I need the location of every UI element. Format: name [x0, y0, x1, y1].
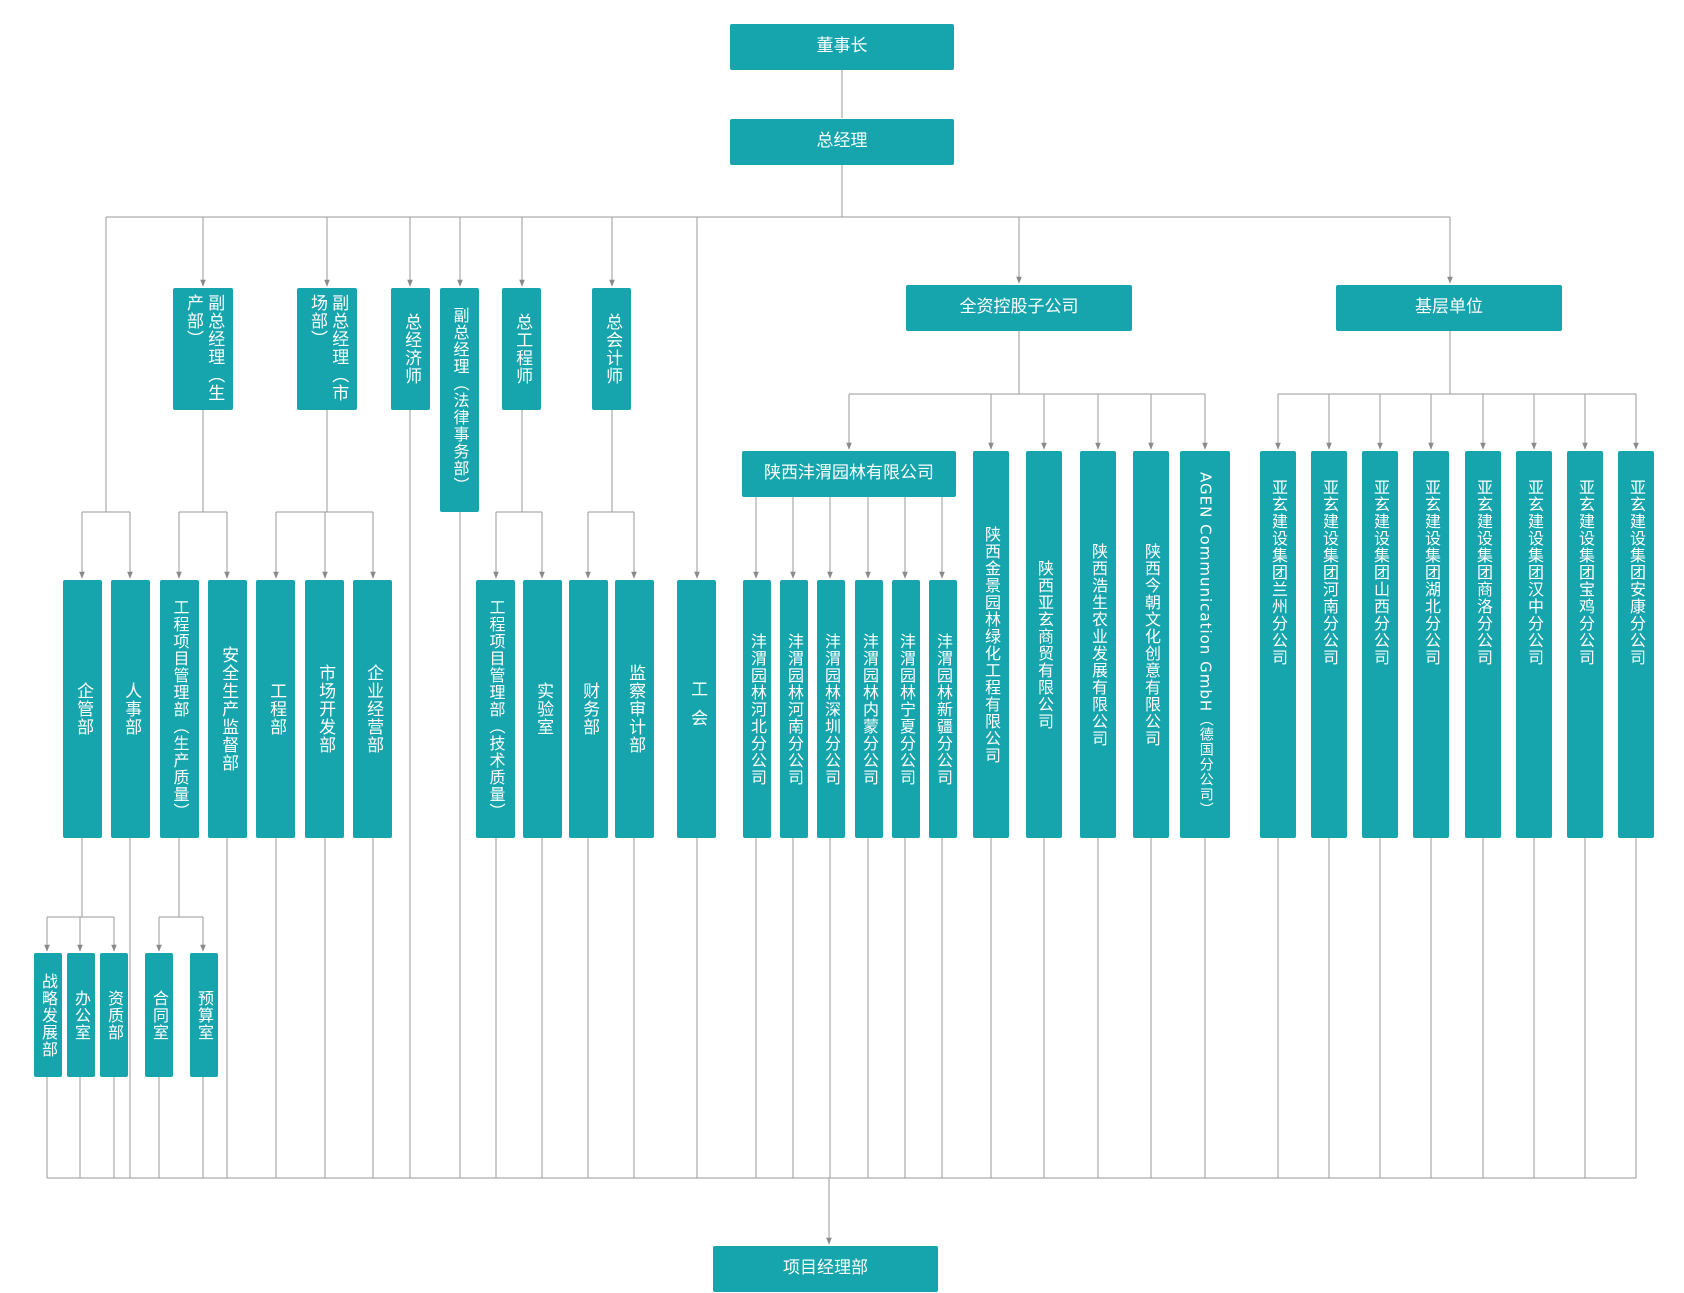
jinjing-landscape-node[interactable]: 陕西金景园林绿化工程有限公司 [973, 451, 1009, 838]
yx-ankang-node[interactable]: 亚玄建设集团安康分公司 [1618, 451, 1654, 838]
yx-hanzhong-node[interactable]: 亚玄建设集团汉中分公司 [1516, 451, 1552, 838]
yx-henan-node[interactable]: 亚玄建设集团河南分公司 [1311, 451, 1347, 838]
chief-economist-node[interactable]: 总经济师 [391, 288, 430, 410]
audit-node[interactable]: 监察审计部 [615, 580, 654, 838]
qualification-node[interactable]: 资质部 [100, 953, 128, 1077]
jinchao-culture-node[interactable]: 陕西今朝文化创意有限公司 [1133, 451, 1169, 838]
contract-office-node[interactable]: 合同室 [145, 953, 173, 1077]
haosheng-agriculture-node[interactable]: 陕西浩生农业发展有限公司 [1080, 451, 1116, 838]
chief-accountant-node[interactable]: 总会计师 [592, 288, 631, 410]
agen-sub-label: （德国分公司） [1197, 712, 1214, 818]
chairman-node[interactable]: 董事长 [730, 24, 954, 70]
market-dev-node[interactable]: 市场开发部 [305, 580, 344, 838]
agen-communication-node[interactable]: AGEN Communication GmbH （德国分公司） [1180, 451, 1230, 838]
grassroots-units-node[interactable]: 基层单位 [1336, 285, 1562, 331]
yx-baoji-node[interactable]: 亚玄建设集团宝鸡分公司 [1567, 451, 1603, 838]
general-manager-node[interactable]: 总经理 [730, 119, 954, 165]
office-node[interactable]: 办公室 [67, 953, 95, 1077]
yx-hubei-node[interactable]: 亚玄建设集团湖北分公司 [1413, 451, 1449, 838]
fw-neimeng-node[interactable]: 沣渭园林内蒙分公司 [855, 580, 883, 838]
yx-lanzhou-node[interactable]: 亚玄建设集团兰州分公司 [1260, 451, 1296, 838]
lab-node[interactable]: 实验室 [523, 580, 562, 838]
project-mgmt-technical-node[interactable]: 工程项目管理部（技术质量） [476, 580, 515, 838]
enterprise-mgmt-node[interactable]: 企管部 [63, 580, 102, 838]
fw-hebei-node[interactable]: 沣渭园林河北分公司 [743, 580, 771, 838]
project-mgmt-production-node[interactable]: 工程项目管理部（生产质量） [160, 580, 199, 838]
fw-ningxia-node[interactable]: 沣渭园林宁夏分公司 [892, 580, 920, 838]
yaxuan-trade-node[interactable]: 陕西亚玄商贸有限公司 [1026, 451, 1062, 838]
vp-market-node[interactable]: 副总经理（市场部） [297, 288, 357, 410]
budget-office-node[interactable]: 预算室 [190, 953, 218, 1077]
wholly-owned-subsidiaries-node[interactable]: 全资控股子公司 [906, 285, 1132, 331]
fw-shenzhen-node[interactable]: 沣渭园林深圳分公司 [817, 580, 845, 838]
business-ops-node[interactable]: 企业经营部 [353, 580, 392, 838]
strategy-dev-node[interactable]: 战略发展部 [34, 953, 62, 1077]
vp-legal-node[interactable]: 副总经理（法律事务部） [440, 288, 479, 512]
shaanxi-fengwei-node[interactable]: 陕西沣渭园林有限公司 [742, 451, 956, 497]
vp-production-node[interactable]: 副总经理（生产部） [173, 288, 233, 410]
chief-engineer-node[interactable]: 总工程师 [502, 288, 541, 410]
fw-henan-node[interactable]: 沣渭园林河南分公司 [780, 580, 808, 838]
union-node[interactable]: 工会 [677, 580, 716, 838]
finance-node[interactable]: 财务部 [569, 580, 608, 838]
safety-supervision-node[interactable]: 安全生产监督部 [208, 580, 247, 838]
yx-shangluo-node[interactable]: 亚玄建设集团商洛分公司 [1465, 451, 1501, 838]
engineering-node[interactable]: 工程部 [256, 580, 295, 838]
hr-node[interactable]: 人事部 [111, 580, 150, 838]
project-manager-dept-node[interactable]: 项目经理部 [713, 1246, 938, 1292]
agen-name-label: AGEN Communication GmbH [1196, 471, 1215, 713]
fw-xinjiang-node[interactable]: 沣渭园林新疆分公司 [929, 580, 957, 838]
yx-shanxi-node[interactable]: 亚玄建设集团山西分公司 [1362, 451, 1398, 838]
